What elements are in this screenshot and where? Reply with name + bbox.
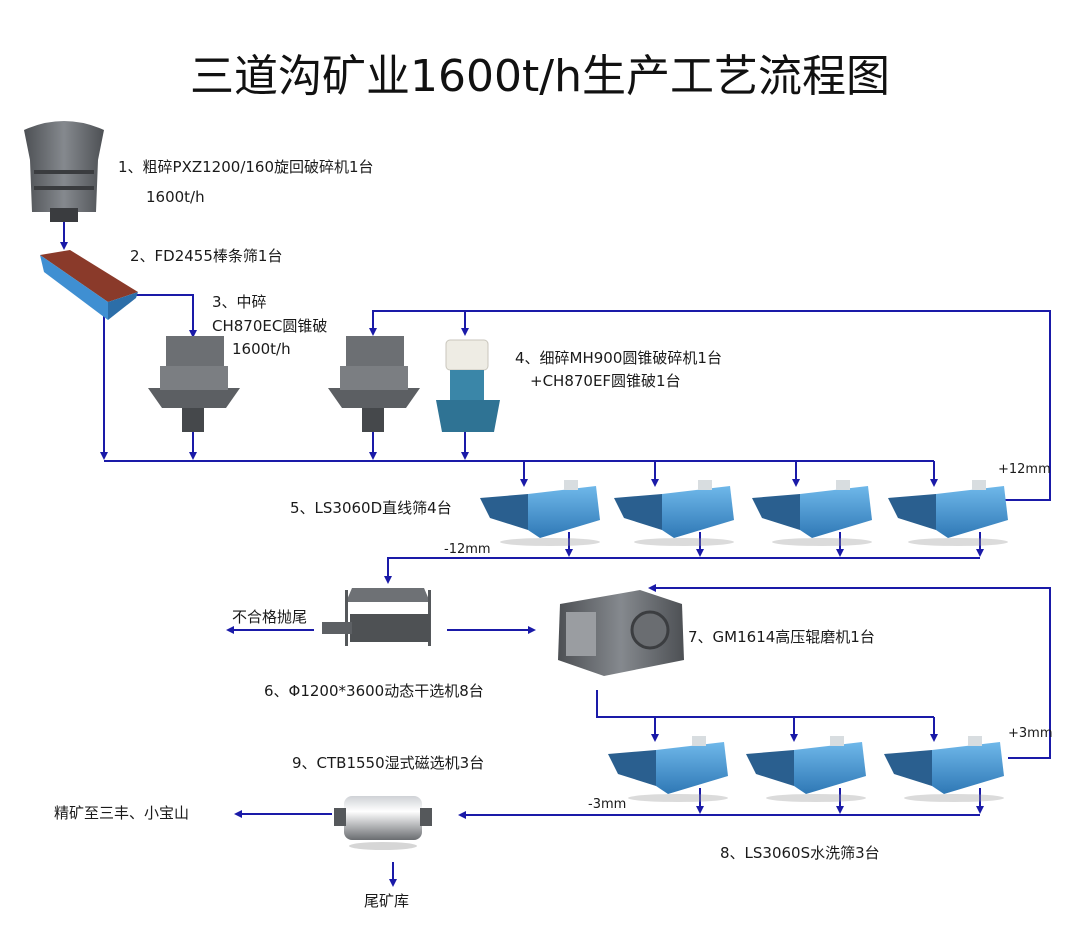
linear-screen-icon (888, 480, 1008, 546)
step-1-label: 1、粗碎PXZ1200/160旋回破碎机1台 (118, 158, 374, 176)
step-3-model: CH870EC圆锥破 (212, 317, 328, 335)
step-9-label: 9、CTB1550湿式磁选机3台 (292, 754, 485, 772)
step-3-label: 3、中碎 (212, 293, 267, 311)
cone-crusher-icon (436, 339, 500, 432)
minus3-label: -3mm (588, 797, 627, 812)
linear-screen-icon (480, 480, 600, 546)
wash-screen-icon (746, 736, 866, 802)
concentrate-label: 精矿至三丰、小宝山 (54, 804, 190, 822)
flow-lines (60, 222, 1051, 887)
plus3-label: +3mm (1008, 726, 1053, 741)
step-2-label: 2、FD2455棒条筛1台 (130, 247, 283, 265)
hpgr-icon (558, 590, 684, 676)
linear-screen-icon (614, 480, 734, 546)
step-6-label: 6、Φ1200*3600动态干选机8台 (264, 682, 484, 700)
cone-crusher-icon (148, 336, 240, 432)
cone-crusher-icon (328, 336, 420, 432)
line-minus12 (384, 557, 980, 584)
plus12-label: +12mm (998, 462, 1051, 477)
step-5-label: 5、LS3060D直线筛4台 (290, 499, 452, 517)
step-3-capacity: 1600t/h (232, 340, 291, 358)
linear-screen-icon (752, 480, 872, 546)
grizzly-feeder-icon (40, 250, 138, 320)
step-7-label: 7、GM1614高压辊磨机1台 (688, 628, 875, 646)
diagram-title: 三道沟矿业1600t/h生产工艺流程图 (190, 51, 890, 102)
minus12-label: -12mm (444, 542, 491, 557)
line-wash-feed-bus (596, 690, 934, 718)
line-plus3-recycle (648, 584, 1051, 759)
dry-separator-icon (322, 588, 431, 646)
wash-screen-icon (608, 736, 728, 802)
gyratory-crusher-icon (24, 121, 104, 222)
magnetic-separator-icon (334, 796, 432, 850)
tailings-label: 尾矿库 (364, 892, 410, 910)
line-feeder-to-midcrusher (136, 294, 197, 338)
step-4-label: 4、细碎MH900圆锥破碎机1台 (515, 349, 722, 367)
step-8-label: 8、LS3060S水洗筛3台 (720, 844, 880, 862)
reject-label: 不合格抛尾 (232, 608, 308, 626)
step-1-capacity: 1600t/h (146, 188, 205, 206)
wash-screen-icon (884, 736, 1004, 802)
line-plus12-recycle (369, 310, 1051, 501)
step-4-sub: +CH870EF圆锥破1台 (530, 372, 681, 390)
